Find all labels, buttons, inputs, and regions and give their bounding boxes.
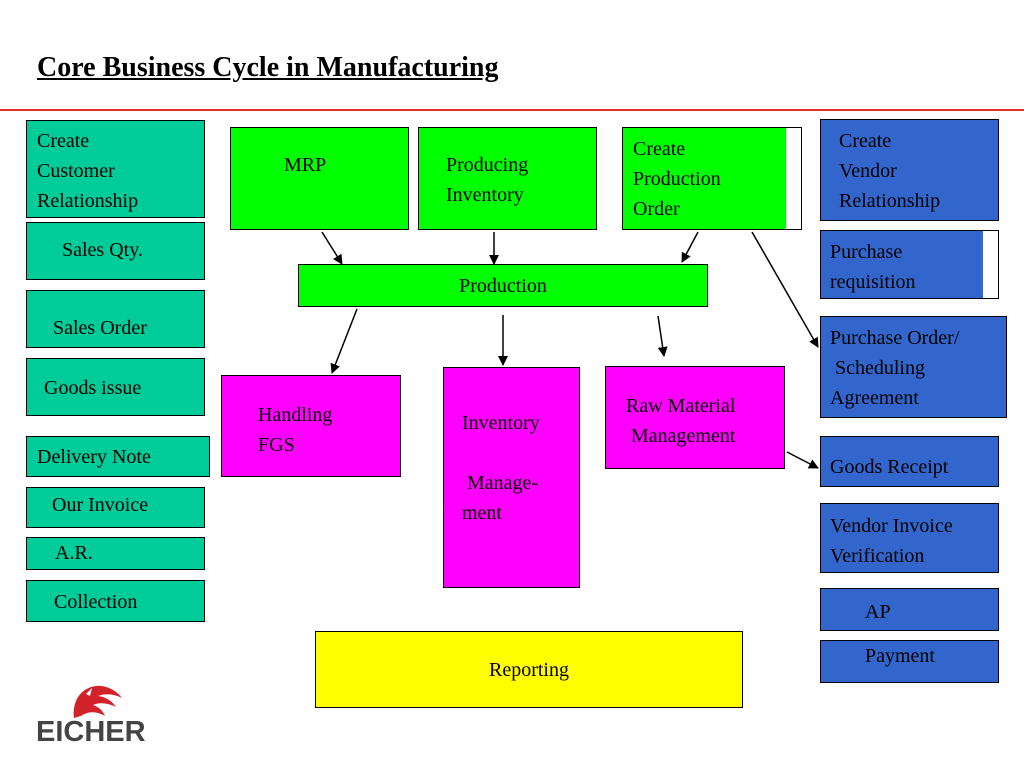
create-production-order-label: Create Production Order	[633, 138, 721, 220]
create-vendor-relationship-label: Create Vendor Relationship	[839, 130, 941, 212]
purchase-order-box: Purchase Order/ Scheduling Agreement	[820, 316, 1007, 418]
arrow-mrp-to-production	[321, 231, 343, 265]
payment-box: Payment	[820, 640, 999, 683]
eicher-logo: EICHER	[36, 680, 166, 750]
create-vendor-relationship-box: Create Vendor Relationship	[820, 119, 999, 221]
vendor-invoice-verification-box: Vendor Invoice Verification	[820, 503, 999, 573]
purchase-order-label: Purchase Order/ Scheduling Agreement	[830, 327, 960, 409]
sales-qty-box: Sales Qty.	[26, 222, 205, 280]
create-customer-relationship-label: Create Customer Relationship	[37, 130, 139, 212]
reporting-label: Reporting	[489, 659, 569, 681]
arrow-raw-material-to-goods-receipt	[786, 451, 819, 469]
producing-inventory-label: Producing Inventory	[446, 154, 529, 206]
payment-label: Payment	[865, 645, 935, 667]
create-production-order-box: Create Production Order	[622, 127, 802, 230]
mrp-label: MRP	[284, 154, 327, 176]
goods-issue-label: Goods issue	[44, 377, 142, 399]
goods-issue-box: Goods issue	[26, 358, 205, 416]
eicher-logo-mark-icon	[73, 685, 122, 718]
collection-box: Collection	[26, 580, 205, 622]
our-invoice-box: Our Invoice	[26, 487, 205, 528]
page-title: Core Business Cycle in Manufacturing	[37, 52, 499, 83]
inventory-management-label: Inventory Manage- ment	[462, 412, 540, 524]
purchase-requisition-label: Purchase requisition	[830, 241, 916, 293]
title-divider	[0, 109, 1024, 111]
production-box: Production	[298, 264, 708, 307]
arrow-production-to-handling-fgs	[330, 308, 358, 374]
sales-qty-label: Sales Qty.	[62, 239, 143, 261]
arrow-production-order-to-purchase-order	[751, 231, 819, 348]
goods-receipt-box: Goods Receipt	[820, 436, 999, 487]
handling-fgs-label: Handling FGS	[258, 404, 333, 456]
collection-label: Collection	[54, 591, 138, 613]
handling-fgs-box: Handling FGS	[221, 375, 401, 477]
delivery-note-box: Delivery Note	[26, 436, 210, 477]
ar-label: A.R.	[55, 542, 93, 564]
inventory-management-box: Inventory Manage- ment	[443, 367, 580, 588]
sales-order-label: Sales Order	[53, 317, 147, 339]
our-invoice-label: Our Invoice	[52, 494, 149, 516]
production-label: Production	[459, 275, 547, 297]
raw-material-management-box: Raw Material Management	[605, 366, 785, 469]
arrow-production-order-to-production	[681, 231, 699, 263]
raw-material-management-label: Raw Material Management	[626, 395, 736, 447]
arrow-production-to-raw-material	[657, 315, 668, 357]
mrp-box: MRP	[230, 127, 409, 230]
eicher-wordmark: EICHER	[36, 716, 146, 748]
purchase-requisition-box: Purchase requisition	[820, 230, 999, 299]
ar-box: A.R.	[26, 537, 205, 570]
reporting-box: Reporting	[315, 631, 743, 708]
producing-inventory-box: Producing Inventory	[418, 127, 597, 230]
delivery-note-label: Delivery Note	[37, 446, 151, 468]
goods-receipt-label: Goods Receipt	[830, 456, 949, 478]
ap-label: AP	[865, 601, 891, 623]
sales-order-box: Sales Order	[26, 290, 205, 348]
vendor-invoice-verification-label: Vendor Invoice Verification	[830, 515, 953, 567]
ap-box: AP	[820, 588, 999, 631]
create-customer-relationship-box: Create Customer Relationship	[26, 120, 205, 218]
